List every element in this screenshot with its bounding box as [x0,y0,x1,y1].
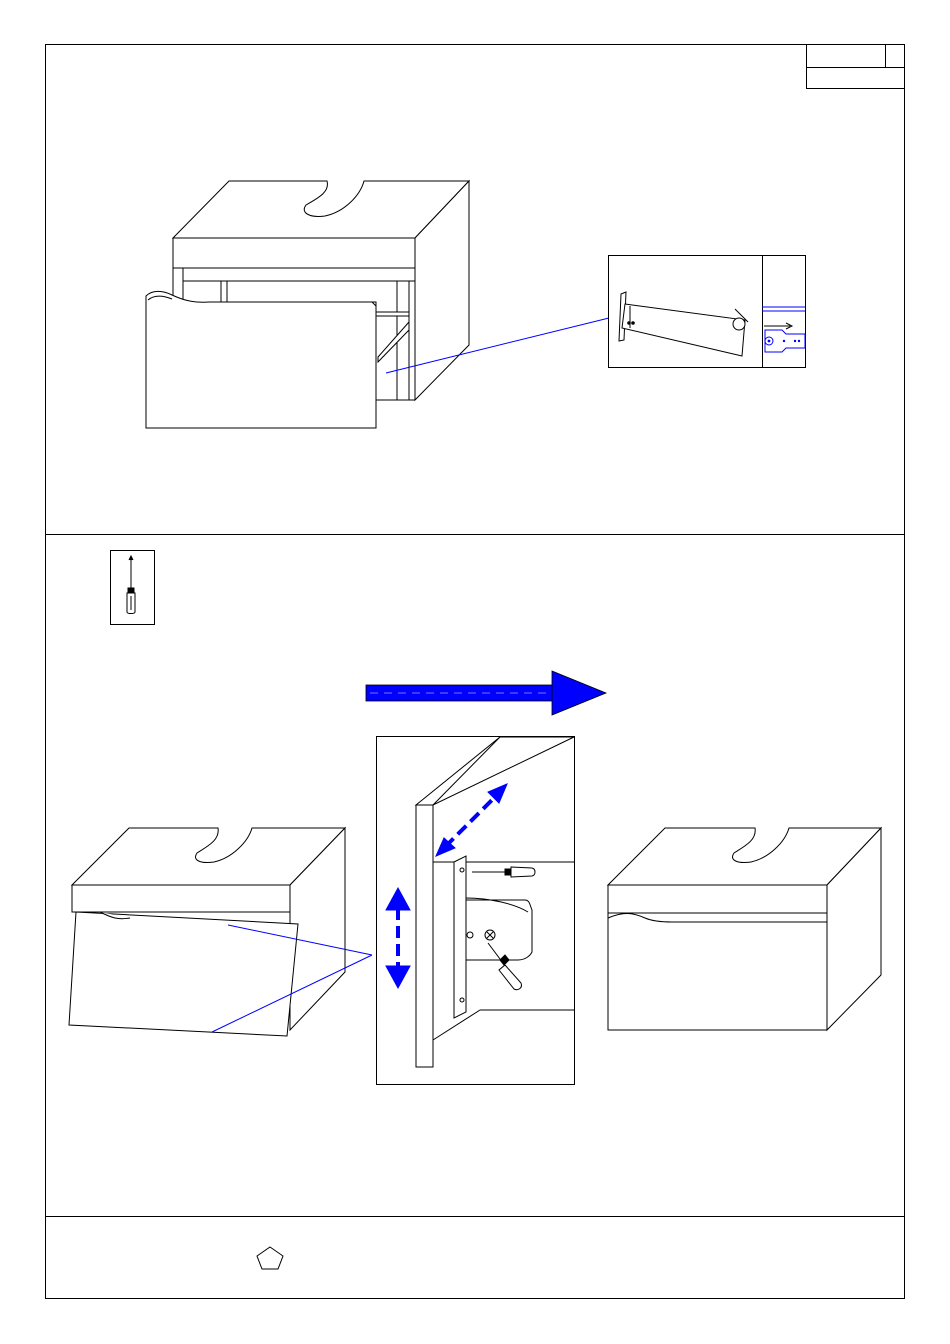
header-label-box [806,44,905,89]
blue-arrow-right-icon [366,671,606,715]
screwdriver-icon [111,551,155,625]
drawer-runner-release-detail [609,256,806,368]
cabinet-aligned-front-illustration [608,828,881,1030]
pentagon-icon [257,1247,283,1269]
drawer-front-adjustment-detail [377,737,575,1085]
cabinet-misaligned-front-illustration [69,828,372,1036]
cabinet-drawer-open-illustration [146,181,469,428]
page-border [46,45,905,1299]
